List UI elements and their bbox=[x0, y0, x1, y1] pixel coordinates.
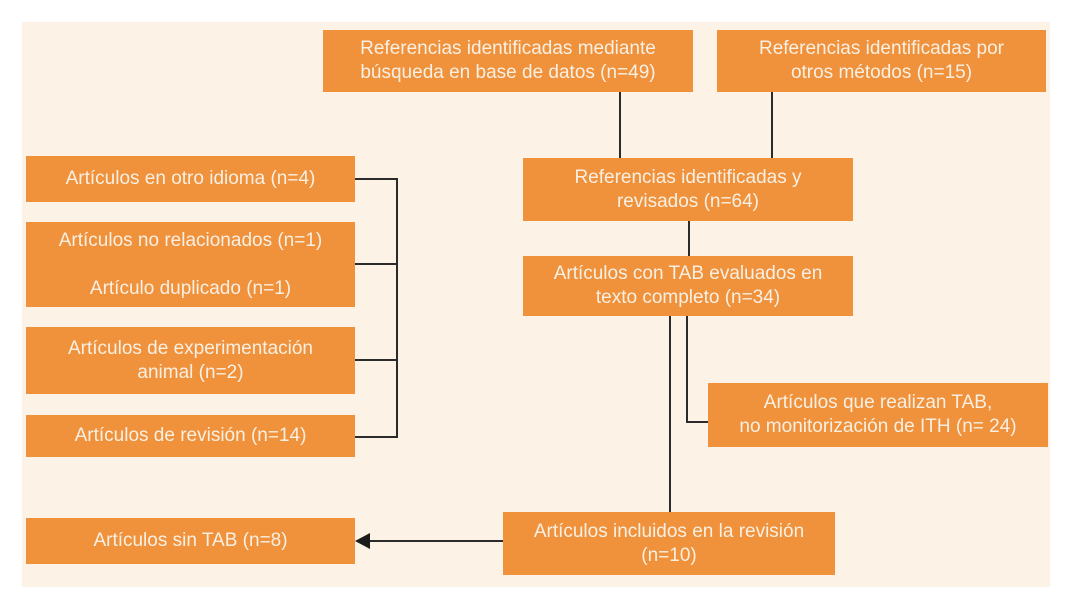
box-text-line: Referencias identificadas por bbox=[758, 38, 1005, 59]
connector-reviewed-to-fulltext bbox=[688, 221, 690, 256]
connector-fulltext-to-included bbox=[669, 316, 671, 512]
box-sin-tab: Artículos sin TAB (n=8) bbox=[26, 518, 355, 564]
bracket-line-not-related bbox=[355, 263, 398, 265]
box-text-line: (n=10) bbox=[641, 544, 697, 566]
exclusions-bracket-vertical-line bbox=[396, 178, 398, 438]
box-text-line: otros métodos (n=15) bbox=[790, 62, 973, 83]
box-text-line: revisados (n=64) bbox=[616, 190, 760, 212]
arrow-included-to-sintab-line bbox=[367, 540, 503, 542]
box-identified-reviewed: Referencias identificadas y revisados (n… bbox=[523, 158, 853, 221]
box-text-line: búsqueda en base de datos (n=49) bbox=[360, 62, 656, 83]
box-text-line: Artículos incluidos en la revisión bbox=[533, 520, 805, 542]
box-text-line: Artículos en otro idioma (n=4) bbox=[65, 168, 316, 189]
box-text-line: Artículos con TAB evaluados en bbox=[553, 263, 823, 284]
bracket-line-other-language bbox=[355, 178, 398, 180]
box-animal-experimentation: Artículos de experimentación animal (n=2… bbox=[26, 327, 355, 394]
box-included-in-review: Artículos incluidos en la revisión (n=10… bbox=[503, 512, 835, 575]
box-review-articles: Artículos de revisión (n=14) bbox=[26, 415, 355, 457]
connector-fulltext-to-realizan-vertical bbox=[686, 316, 688, 423]
box-not-related-duplicated: Artículos no relacionados (n=1) Artículo… bbox=[26, 222, 355, 307]
box-text-line: texto completo (n=34) bbox=[595, 287, 781, 308]
box-text-line: Artículo duplicado (n=1) bbox=[89, 277, 292, 299]
arrowhead-left-icon bbox=[355, 533, 370, 549]
box-identified-other-methods: Referencias identificadas por otros méto… bbox=[717, 30, 1046, 92]
box-other-language: Artículos en otro idioma (n=4) bbox=[26, 156, 355, 202]
box-text-line: Referencias identificadas mediante bbox=[360, 38, 656, 59]
box-realizan-tab-no-ith: Artículos que realizan TAB, no monitoriz… bbox=[708, 383, 1048, 447]
bracket-line-review-articles bbox=[355, 436, 398, 438]
box-text-line: no monitorización de ITH (n= 24) bbox=[739, 416, 1017, 437]
box-text-line: Artículos que realizan TAB, bbox=[763, 392, 993, 413]
box-identified-database: Referencias identificadas mediante búsqu… bbox=[323, 30, 693, 92]
box-text-line: Artículos de revisión (n=14) bbox=[74, 425, 307, 446]
connector-fulltext-to-realizan-horizontal bbox=[686, 421, 708, 423]
box-text-line: Artículos de experimentación bbox=[67, 337, 313, 359]
bracket-line-animal bbox=[355, 359, 398, 361]
box-text-line: Artículos no relacionados (n=1) bbox=[58, 229, 323, 251]
connector-database-to-reviewed bbox=[619, 92, 621, 158]
box-text-line: Artículos sin TAB (n=8) bbox=[93, 530, 288, 551]
connector-othermethods-to-reviewed bbox=[771, 92, 773, 158]
box-text-line: Referencias identificadas y bbox=[574, 166, 802, 188]
box-fulltext-evaluated: Artículos con TAB evaluados en texto com… bbox=[523, 256, 853, 316]
box-text-line: animal (n=2) bbox=[137, 361, 244, 383]
